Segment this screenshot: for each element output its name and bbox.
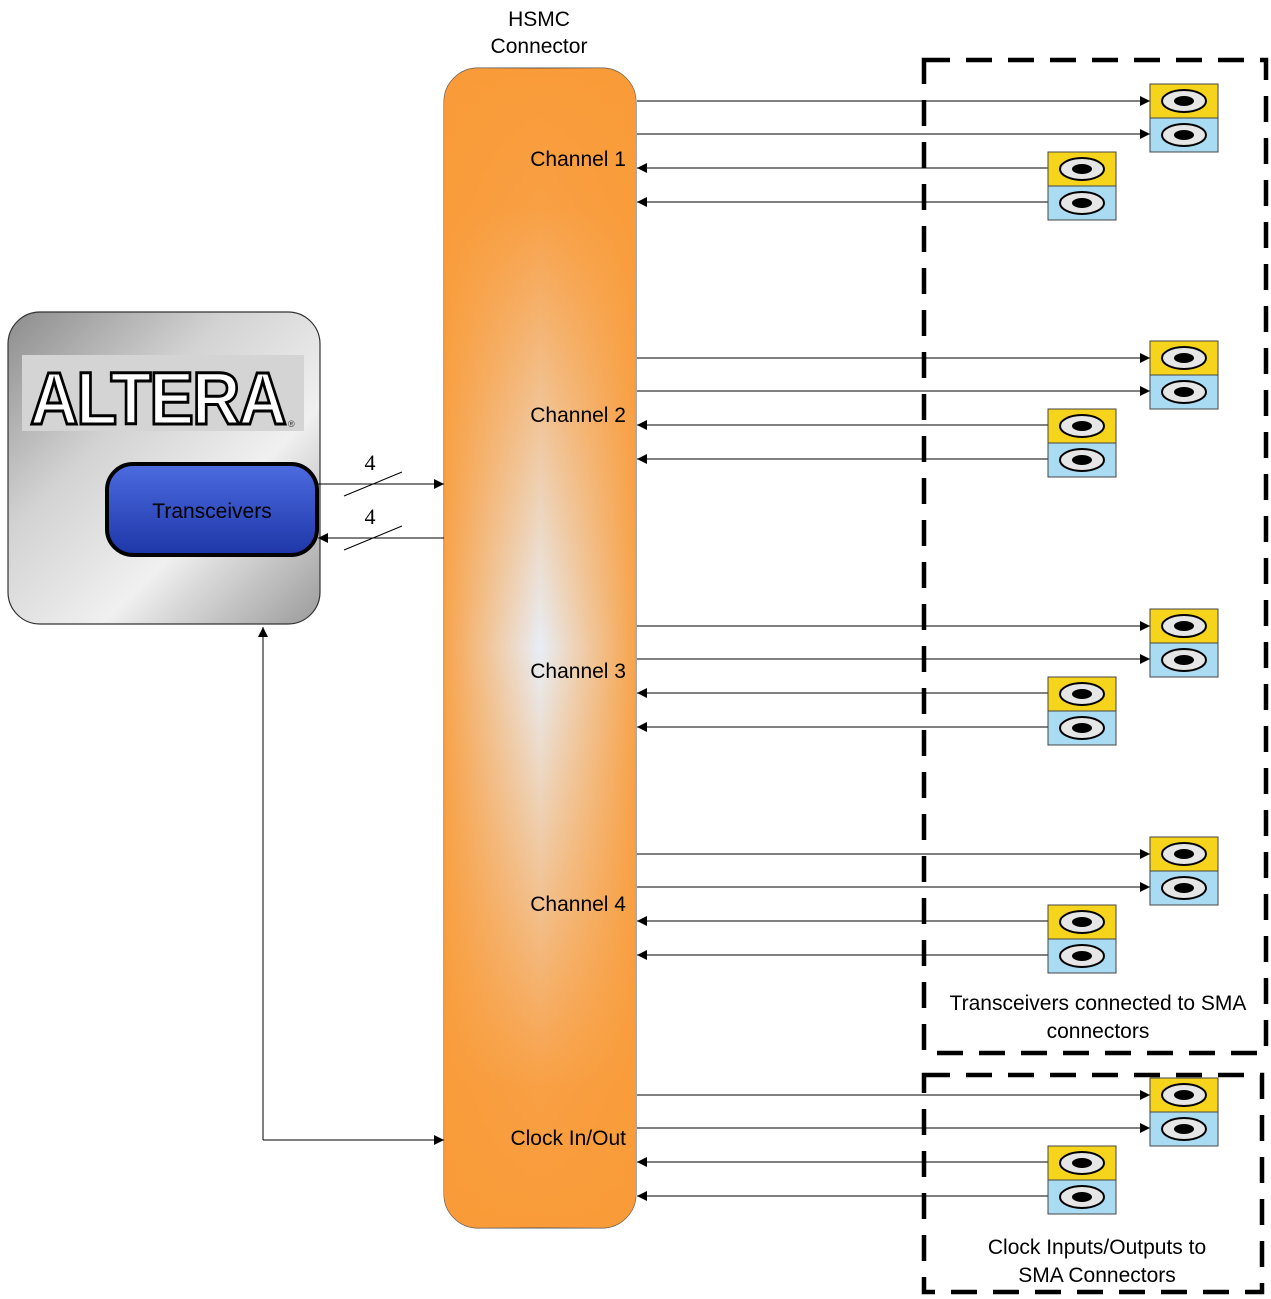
tx-bus-width: 4 xyxy=(365,450,376,475)
ch1-tx-sma-connector-jack-pin-1 xyxy=(1174,96,1194,106)
clock-group-label-line2: SMA Connectors xyxy=(1018,1264,1176,1287)
ch1-rx-sma-connector-jack-pin-1 xyxy=(1072,164,1092,174)
ch3-rx-sma-connector-jack-pin-1 xyxy=(1072,689,1092,699)
clock-link xyxy=(258,627,444,1145)
ch2-tx-sma-connector-jack-pin-1 xyxy=(1174,353,1194,363)
tx-bus-slash xyxy=(343,471,403,497)
ch5-tx-sma-connector-jack-pin-2 xyxy=(1174,1124,1194,1134)
channel-2-label: Channel 2 xyxy=(530,404,626,427)
altera-logo: ALTERA xyxy=(30,357,286,440)
transceivers-group-box xyxy=(921,57,1269,1056)
hsmc-title-line1: HSMC xyxy=(508,8,570,31)
ch4-rx-sma-connector-jack-pin-1 xyxy=(1072,917,1092,927)
transceivers-group-label-line1: Transceivers connected to SMA xyxy=(950,992,1247,1015)
ch2-tx-sma-connector-jack-pin-2 xyxy=(1174,387,1194,397)
clock-group-label-line1: Clock Inputs/Outputs to xyxy=(988,1236,1206,1259)
transceivers-label: Transceivers xyxy=(152,500,271,523)
clock-in-out-label: Clock In/Out xyxy=(510,1127,626,1150)
transceivers-group-label-line2: connectors xyxy=(1047,1020,1150,1043)
ch5-rx-sma-connector-jack-pin-1 xyxy=(1072,1158,1092,1168)
sma-signal-group xyxy=(637,83,1219,1215)
ch3-tx-sma-connector-jack-pin-1 xyxy=(1174,621,1194,631)
ch5-rx-sma-connector-jack-pin-2 xyxy=(1072,1192,1092,1202)
rx-bus-slash xyxy=(343,525,403,551)
ch3-tx-sma-connector-jack-pin-2 xyxy=(1174,655,1194,665)
clock-group-box xyxy=(921,1072,1265,1295)
ch3-rx-sma-connector-jack-pin-2 xyxy=(1072,723,1092,733)
ch1-rx-sma-connector-jack-pin-2 xyxy=(1072,198,1092,208)
rx-bus-width: 4 xyxy=(365,504,376,529)
ch4-tx-sma-connector-jack-pin-1 xyxy=(1174,849,1194,859)
ch5-tx-sma-connector-jack-pin-1 xyxy=(1174,1090,1194,1100)
ch2-rx-sma-connector-jack-pin-2 xyxy=(1072,455,1092,465)
ch4-tx-sma-connector-jack-pin-2 xyxy=(1174,883,1194,893)
ch4-rx-sma-connector-jack-pin-2 xyxy=(1072,951,1092,961)
hsmc-connector xyxy=(443,67,637,1229)
channel-3-label: Channel 3 xyxy=(530,660,626,683)
channel-1-label: Channel 1 xyxy=(530,148,626,171)
registered-mark: ® xyxy=(288,419,295,429)
hsmc-title-line2: Connector xyxy=(491,35,588,58)
fpga-bus: 4 4 xyxy=(318,450,444,551)
transceivers-block: Transceivers xyxy=(105,462,319,557)
altera-logo-background xyxy=(22,355,304,431)
ch2-rx-sma-connector-jack-pin-1 xyxy=(1072,421,1092,431)
ch1-tx-sma-connector-jack-pin-2 xyxy=(1174,130,1194,140)
channel-4-label: Channel 4 xyxy=(530,893,626,916)
